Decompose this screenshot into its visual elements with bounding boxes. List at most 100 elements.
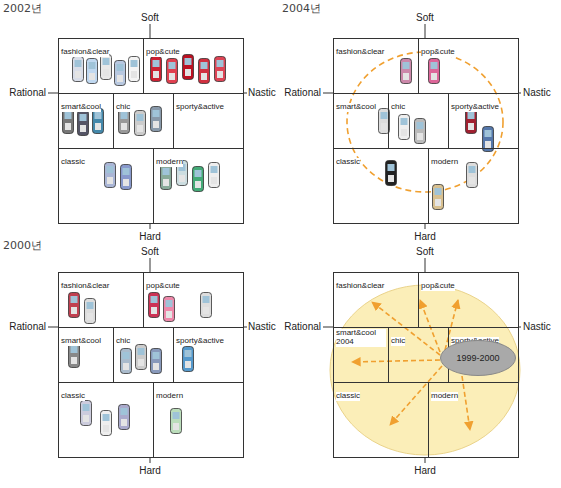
zone-fill <box>330 285 520 455</box>
region-label: sporty&active <box>176 337 224 346</box>
region-label: sporty&active <box>176 103 224 112</box>
region-box: pop&cute <box>418 272 519 328</box>
region-label: classic <box>336 392 360 401</box>
axis-line <box>425 24 426 38</box>
phone <box>164 297 175 322</box>
phone <box>415 119 426 144</box>
phone <box>167 59 178 84</box>
phone <box>149 293 160 318</box>
phone <box>93 109 104 134</box>
phones <box>63 55 494 436</box>
region-box: fashion&clear <box>58 272 144 328</box>
region-box: fashion&clear <box>58 38 144 94</box>
region-label: modern <box>431 392 458 401</box>
phone <box>63 109 74 134</box>
axis-label: Rational <box>9 87 46 99</box>
axis-label: Hard <box>139 231 161 243</box>
axis-label: Nastic <box>523 87 551 99</box>
region-label: pop&cute <box>146 48 180 57</box>
region-box: chic <box>388 327 449 383</box>
axis-line <box>48 327 58 328</box>
region-box: smart&cool <box>58 93 114 149</box>
region-box: chic <box>113 93 174 149</box>
phone <box>161 165 172 190</box>
region-box: fashion&clear <box>333 38 419 94</box>
axis-line <box>150 24 151 38</box>
phone <box>466 109 477 134</box>
phone <box>209 163 220 188</box>
phone <box>85 299 96 324</box>
phone <box>151 107 162 132</box>
region-label: modern <box>156 158 183 167</box>
phone <box>183 55 194 80</box>
region-box: pop&cute <box>143 272 244 328</box>
phone <box>119 109 130 134</box>
region-label: chic <box>391 337 405 346</box>
axis-label: Soft <box>416 246 434 258</box>
region-box: sporty&active <box>173 93 244 149</box>
region-label: chic <box>116 337 130 346</box>
phone <box>121 349 132 374</box>
phone <box>119 405 130 430</box>
axis-label: Soft <box>141 12 159 24</box>
phone <box>401 59 412 84</box>
phone <box>73 57 84 82</box>
phone <box>105 163 116 188</box>
phone <box>115 61 126 86</box>
axis-label: Nastic <box>248 87 276 99</box>
phone <box>87 59 98 84</box>
region-box: modern <box>153 148 244 224</box>
phone <box>399 115 410 140</box>
trend-arrow <box>462 376 470 430</box>
region-box: classic <box>58 382 154 458</box>
region-label: chic <box>391 103 405 112</box>
phone <box>151 349 162 374</box>
region-label: chic <box>116 103 130 112</box>
region-box: smart&cool <box>333 93 389 149</box>
region-box: sporty&active <box>173 327 244 383</box>
region-box: fashion&clear <box>333 272 419 328</box>
axis-line <box>48 93 58 94</box>
phone <box>183 347 194 372</box>
axis-label: Rational <box>9 321 46 333</box>
region-label: sporty&active <box>451 103 499 112</box>
axis-label: Hard <box>414 465 436 477</box>
region-label: classic <box>61 158 85 167</box>
region-label: pop&cute <box>421 48 455 57</box>
region-box: smart&cool <box>58 327 114 383</box>
region-label: pop&cute <box>146 282 180 291</box>
year-label: 2000년 <box>3 240 42 252</box>
region-label: fashion&clear <box>336 48 384 57</box>
phone <box>101 55 112 80</box>
phone <box>429 59 440 84</box>
axis-label: Rational <box>284 321 321 333</box>
phone <box>171 409 182 434</box>
region-label: smart&cool <box>336 103 376 112</box>
region-box: modern <box>428 382 519 458</box>
axis-line <box>150 258 151 272</box>
region-box: classic <box>333 148 429 224</box>
region-box: chic <box>113 327 174 383</box>
axis-label: Rational <box>284 87 321 99</box>
region-box: pop&cute <box>418 38 519 94</box>
phone <box>121 165 132 190</box>
region-label: classic <box>336 158 360 167</box>
region-box: classic <box>333 382 429 458</box>
phone <box>129 57 140 82</box>
year-label: 2004년 <box>282 3 321 15</box>
axis-lines <box>48 24 521 463</box>
axis-label: Soft <box>141 246 159 258</box>
region-label: 1999-2000 <box>456 353 499 363</box>
year-label: 2002년 <box>3 3 42 15</box>
region-box: smart&cool 2004 <box>333 327 389 383</box>
region-label: smart&cool 2004 <box>336 329 386 347</box>
phone <box>386 161 397 186</box>
phone <box>69 343 80 368</box>
axis-label: Hard <box>139 465 161 477</box>
region-box: chic <box>388 93 449 149</box>
era-ellipse: 1999-2000 <box>440 340 516 376</box>
region-label: fashion&clear <box>336 282 384 291</box>
axis-label: Soft <box>416 12 434 24</box>
phone <box>433 185 444 210</box>
region-label: smart&cool <box>61 103 101 112</box>
